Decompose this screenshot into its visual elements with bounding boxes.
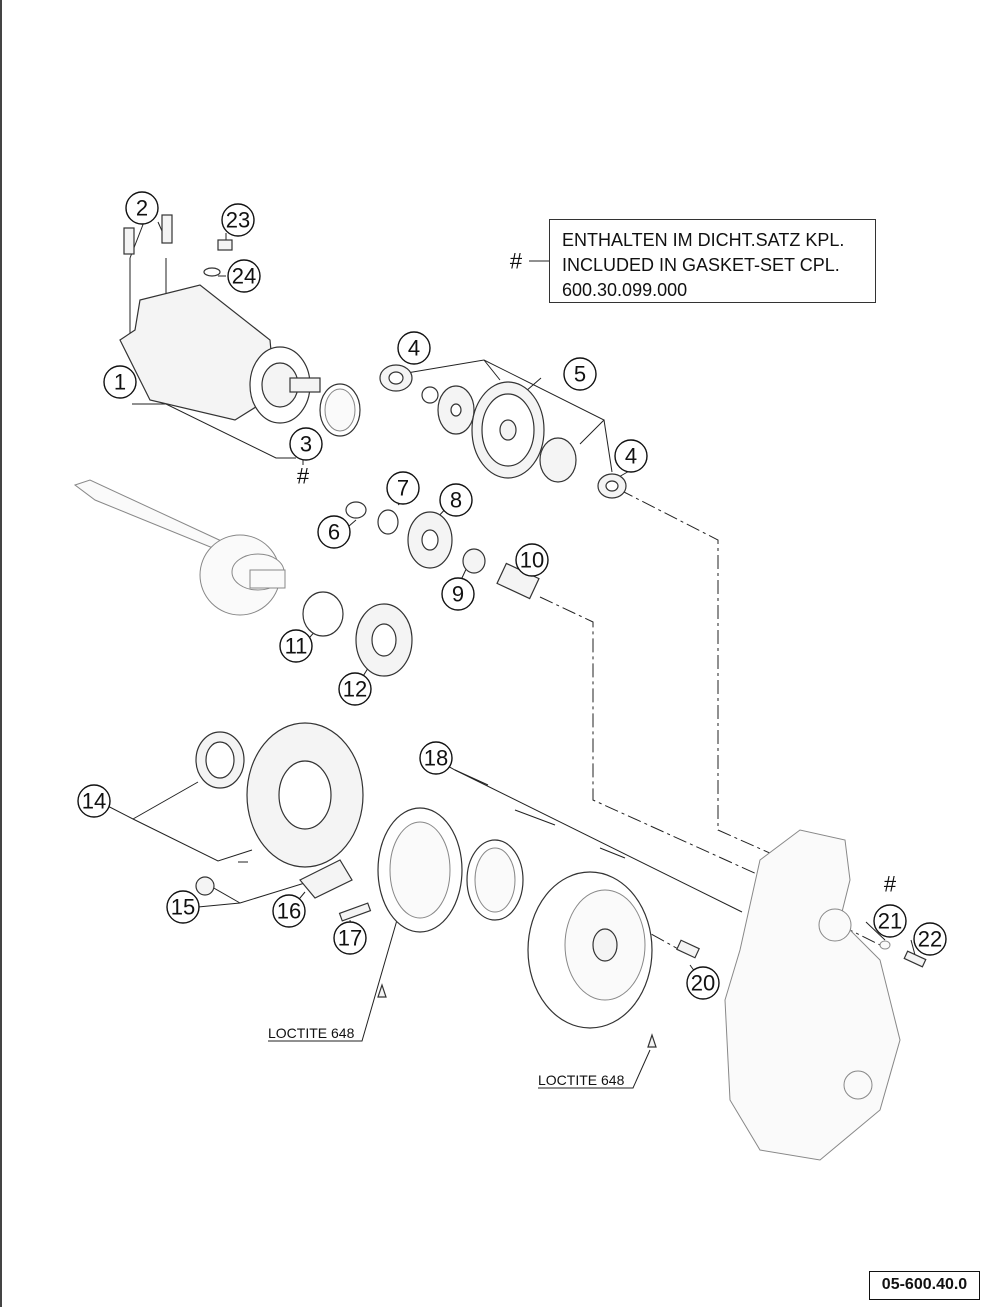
callout-6: 6 [317,515,351,549]
svg-text:4: 4 [625,444,637,469]
note-marker: # [510,249,523,274]
callout-18: 18 [419,741,453,775]
callout-5: 5 [563,357,597,391]
callout-4a: 4 [397,331,431,365]
callout-21: 21 [873,904,907,938]
gasket-markers: # # # [297,249,897,897]
gasket-marker-21: # [884,872,897,897]
svg-text:23: 23 [226,208,250,233]
gasket-set-note: ENTHALTEN IM DICHT.SATZ KPL. INCLUDED IN… [549,219,876,303]
callout-12: 12 [338,672,372,706]
adhesive-labels: LOCTITE 648 LOCTITE 648 [268,1025,625,1088]
callout-23: 23 [221,203,255,237]
gasket-marker-3: # [297,464,310,489]
callout-20: 20 [686,966,720,1000]
note-line-part-number: 600.30.099.000 [562,280,688,300]
screws-top [123,214,233,277]
svg-text:24: 24 [232,264,256,289]
svg-text:8: 8 [450,488,462,513]
callout-3: 3 [289,427,323,461]
svg-text:16: 16 [277,899,301,924]
callout-labels: 1 2 3 4 4 5 6 7 8 9 10 11 12 14 15 16 17… [77,191,947,1000]
callout-7: 7 [386,471,420,505]
lower-left-parts [195,722,372,922]
svg-text:9: 9 [452,582,464,607]
svg-text:2: 2 [136,196,148,221]
callout-24: 24 [227,259,261,293]
callout-22: 22 [913,922,947,956]
svg-text:12: 12 [343,677,367,702]
svg-text:20: 20 [691,971,715,996]
upper-gear-train [379,364,627,499]
loctite-label-left: LOCTITE 648 [268,1025,355,1041]
callout-16: 16 [272,894,306,928]
callout-17: 17 [333,921,367,955]
callout-15: 15 [166,890,200,924]
note-line-english: INCLUDED IN GASKET-SET CPL. [562,255,840,275]
svg-text:22: 22 [918,927,942,952]
callout-4b: 4 [614,439,648,473]
svg-text:21: 21 [878,909,902,934]
page-left-border [0,0,2,1307]
crankshaft [73,479,286,616]
callout-14: 14 [77,784,111,818]
callout-9: 9 [441,577,475,611]
callout-1: 1 [103,365,137,399]
callout-11: 11 [279,629,313,663]
svg-text:1: 1 [114,370,126,395]
svg-text:4: 4 [408,336,420,361]
svg-text:10: 10 [520,548,544,573]
svg-text:14: 14 [82,789,106,814]
loctite-label-right: LOCTITE 648 [538,1072,625,1088]
callout-10: 10 [515,543,549,577]
flywheel-assembly [377,807,700,1048]
svg-text:7: 7 [397,476,409,501]
svg-text:3: 3 [300,432,312,457]
svg-text:5: 5 [574,362,586,387]
svg-text:11: 11 [285,634,308,659]
svg-text:17: 17 [338,926,362,951]
callout-8: 8 [439,483,473,517]
callout-2: 2 [125,191,159,225]
middle-parts [302,501,540,677]
svg-text:6: 6 [328,520,340,545]
drawing-reference-number: 05-600.40.0 [869,1271,980,1300]
ignition-cover [724,829,927,1161]
svg-text:15: 15 [171,895,195,920]
svg-text:18: 18 [424,746,448,771]
note-line-german: ENTHALTEN IM DICHT.SATZ KPL. [562,230,845,250]
starter-motor [119,284,361,437]
